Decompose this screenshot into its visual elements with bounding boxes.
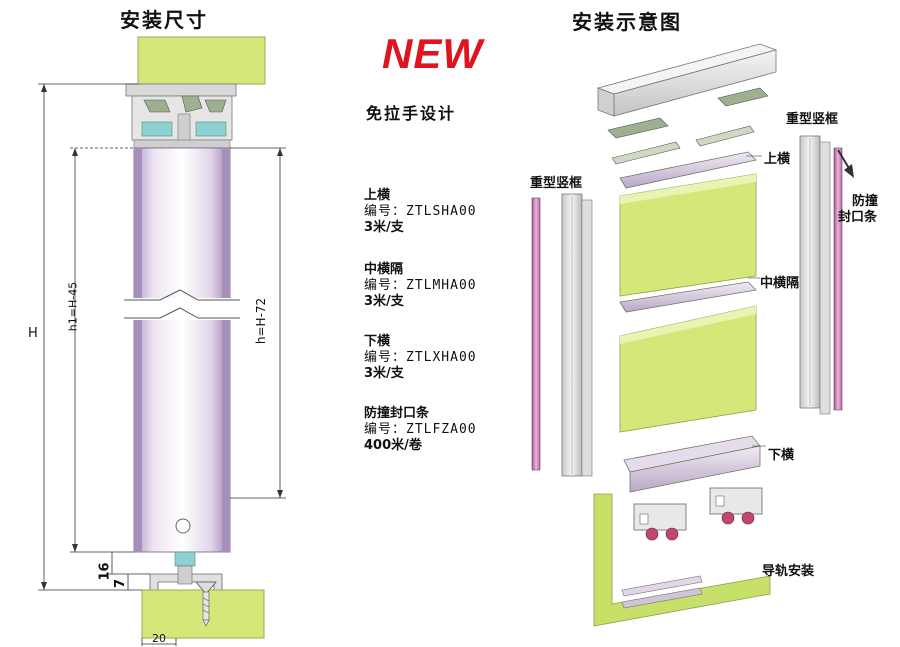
spec-code: 编号：ZTLSHA00	[364, 204, 477, 219]
spec-name: 上横	[364, 188, 391, 203]
hanger-plates	[607, 87, 769, 165]
spec-qty: 3米/支	[364, 294, 404, 309]
spec-name: 中横隔	[364, 262, 404, 277]
leader-lines	[746, 155, 766, 447]
left-title: 安装尺寸	[120, 8, 208, 32]
spec-qty: 3米/支	[364, 220, 404, 235]
label-frame-right: 重型竖框	[786, 112, 839, 127]
label-track-install: 导轨安装	[762, 564, 815, 579]
roller-left	[633, 503, 687, 541]
top-board	[137, 36, 266, 85]
top-track-profile	[125, 83, 237, 143]
dim-h1-label: h1=H-45	[66, 281, 80, 332]
new-badge: NEW	[382, 30, 483, 77]
door-tube	[124, 139, 240, 553]
lower-panel	[619, 305, 757, 433]
right-frame	[799, 135, 843, 415]
bumper-arrow-icon	[837, 149, 854, 178]
upper-panel	[619, 173, 757, 297]
top-cover	[596, 43, 778, 117]
label-bumper-line2: 封口条	[838, 210, 878, 225]
spec-qty: 400米/卷	[364, 438, 422, 453]
middle-rail	[619, 281, 757, 313]
roller-right	[709, 487, 763, 525]
dimension-lines	[38, 83, 286, 646]
spec-code: 编号：ZTLXHA00	[364, 350, 477, 365]
subtitle: 免拉手设计	[366, 104, 457, 123]
label-bumper-line1: 防撞	[852, 194, 879, 209]
spec-block-top-rail: 上横 编号：ZTLSHA00 3米/支	[364, 188, 477, 236]
left-frame	[531, 193, 593, 477]
top-rail	[619, 151, 757, 189]
spec-code: 编号：ZTLMHA00	[364, 278, 477, 293]
bottom-rail	[623, 435, 761, 493]
spec-block-bumper-strip: 防撞封口条 编号：ZTLFZA00 400米/卷	[364, 406, 477, 454]
dim-16-label: 16	[97, 562, 113, 581]
spec-name: 防撞封口条	[364, 406, 430, 421]
dim-20-label: 20	[152, 632, 166, 645]
spec-block-mid-rail: 中横隔 编号：ZTLMHA00 3米/支	[364, 262, 477, 310]
guide-track	[593, 493, 771, 627]
dim-h-label: h=H-72	[254, 297, 268, 345]
label-top-rail: 上横	[764, 152, 791, 167]
dim-H-label: H	[28, 326, 38, 341]
screw-icon	[195, 581, 217, 627]
spec-block-bottom-rail: 下横 编号：ZTLXHA00 3米/支	[364, 334, 477, 382]
spec-name: 下横	[364, 334, 391, 349]
bottom-track-profile	[149, 551, 223, 591]
label-mid-rail: 中横隔	[760, 276, 800, 291]
label-bottom-rail: 下横	[768, 448, 795, 463]
label-frame-left: 重型竖框	[530, 176, 583, 191]
spec-qty: 3米/支	[364, 366, 404, 381]
spec-code: 编号：ZTLFZA00	[364, 422, 477, 437]
dim-7-label: 7	[113, 578, 129, 589]
right-title: 安装示意图	[572, 10, 682, 34]
